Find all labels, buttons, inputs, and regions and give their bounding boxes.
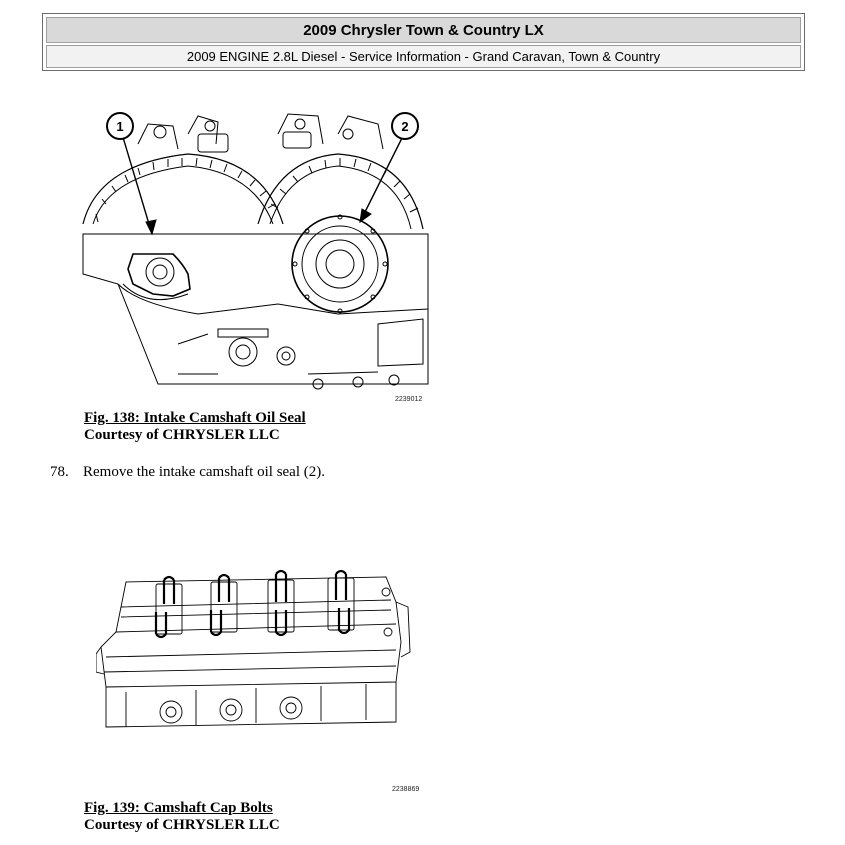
document-header: 2009 Chrysler Town & Country LX 2009 ENG… bbox=[42, 13, 805, 71]
callout-2-label: 2 bbox=[401, 119, 408, 134]
figure-138-caption: Fig. 138: Intake Camshaft Oil Seal Court… bbox=[84, 410, 306, 444]
figure-139-caption: Fig. 139: Camshaft Cap Bolts Courtesy of… bbox=[84, 800, 280, 834]
callout-2: 2 bbox=[391, 112, 419, 140]
step-number: 78. bbox=[50, 464, 69, 480]
figure-138-illustration: 1 2 bbox=[78, 104, 434, 410]
figure-139-title: Fig. 139: Camshaft Cap Bolts bbox=[84, 800, 273, 816]
callout-1-label: 1 bbox=[116, 119, 123, 134]
callout-1: 1 bbox=[106, 112, 134, 140]
figure-139-credit: Courtesy of CHRYSLER LLC bbox=[84, 817, 280, 833]
vehicle-title: 2009 Chrysler Town & Country LX bbox=[46, 17, 801, 43]
camshaft-cap-bolts-drawing bbox=[96, 569, 411, 728]
procedure-step: 78. Remove the intake camshaft oil seal (… bbox=[50, 464, 325, 481]
intake-camshaft-drawing: 1 2 bbox=[82, 112, 429, 390]
figure-138-title: Fig. 138: Intake Camshaft Oil Seal bbox=[84, 410, 306, 426]
figure-138-credit: Courtesy of CHRYSLER LLC bbox=[84, 427, 280, 443]
figure-138-id: 2239012 bbox=[395, 396, 423, 403]
section-subtitle: 2009 ENGINE 2.8L Diesel - Service Inform… bbox=[46, 45, 801, 68]
figure-139-illustration bbox=[96, 562, 412, 752]
step-text: Remove the intake camshaft oil seal (2). bbox=[83, 464, 325, 480]
figure-139-id: 2238869 bbox=[392, 786, 420, 793]
